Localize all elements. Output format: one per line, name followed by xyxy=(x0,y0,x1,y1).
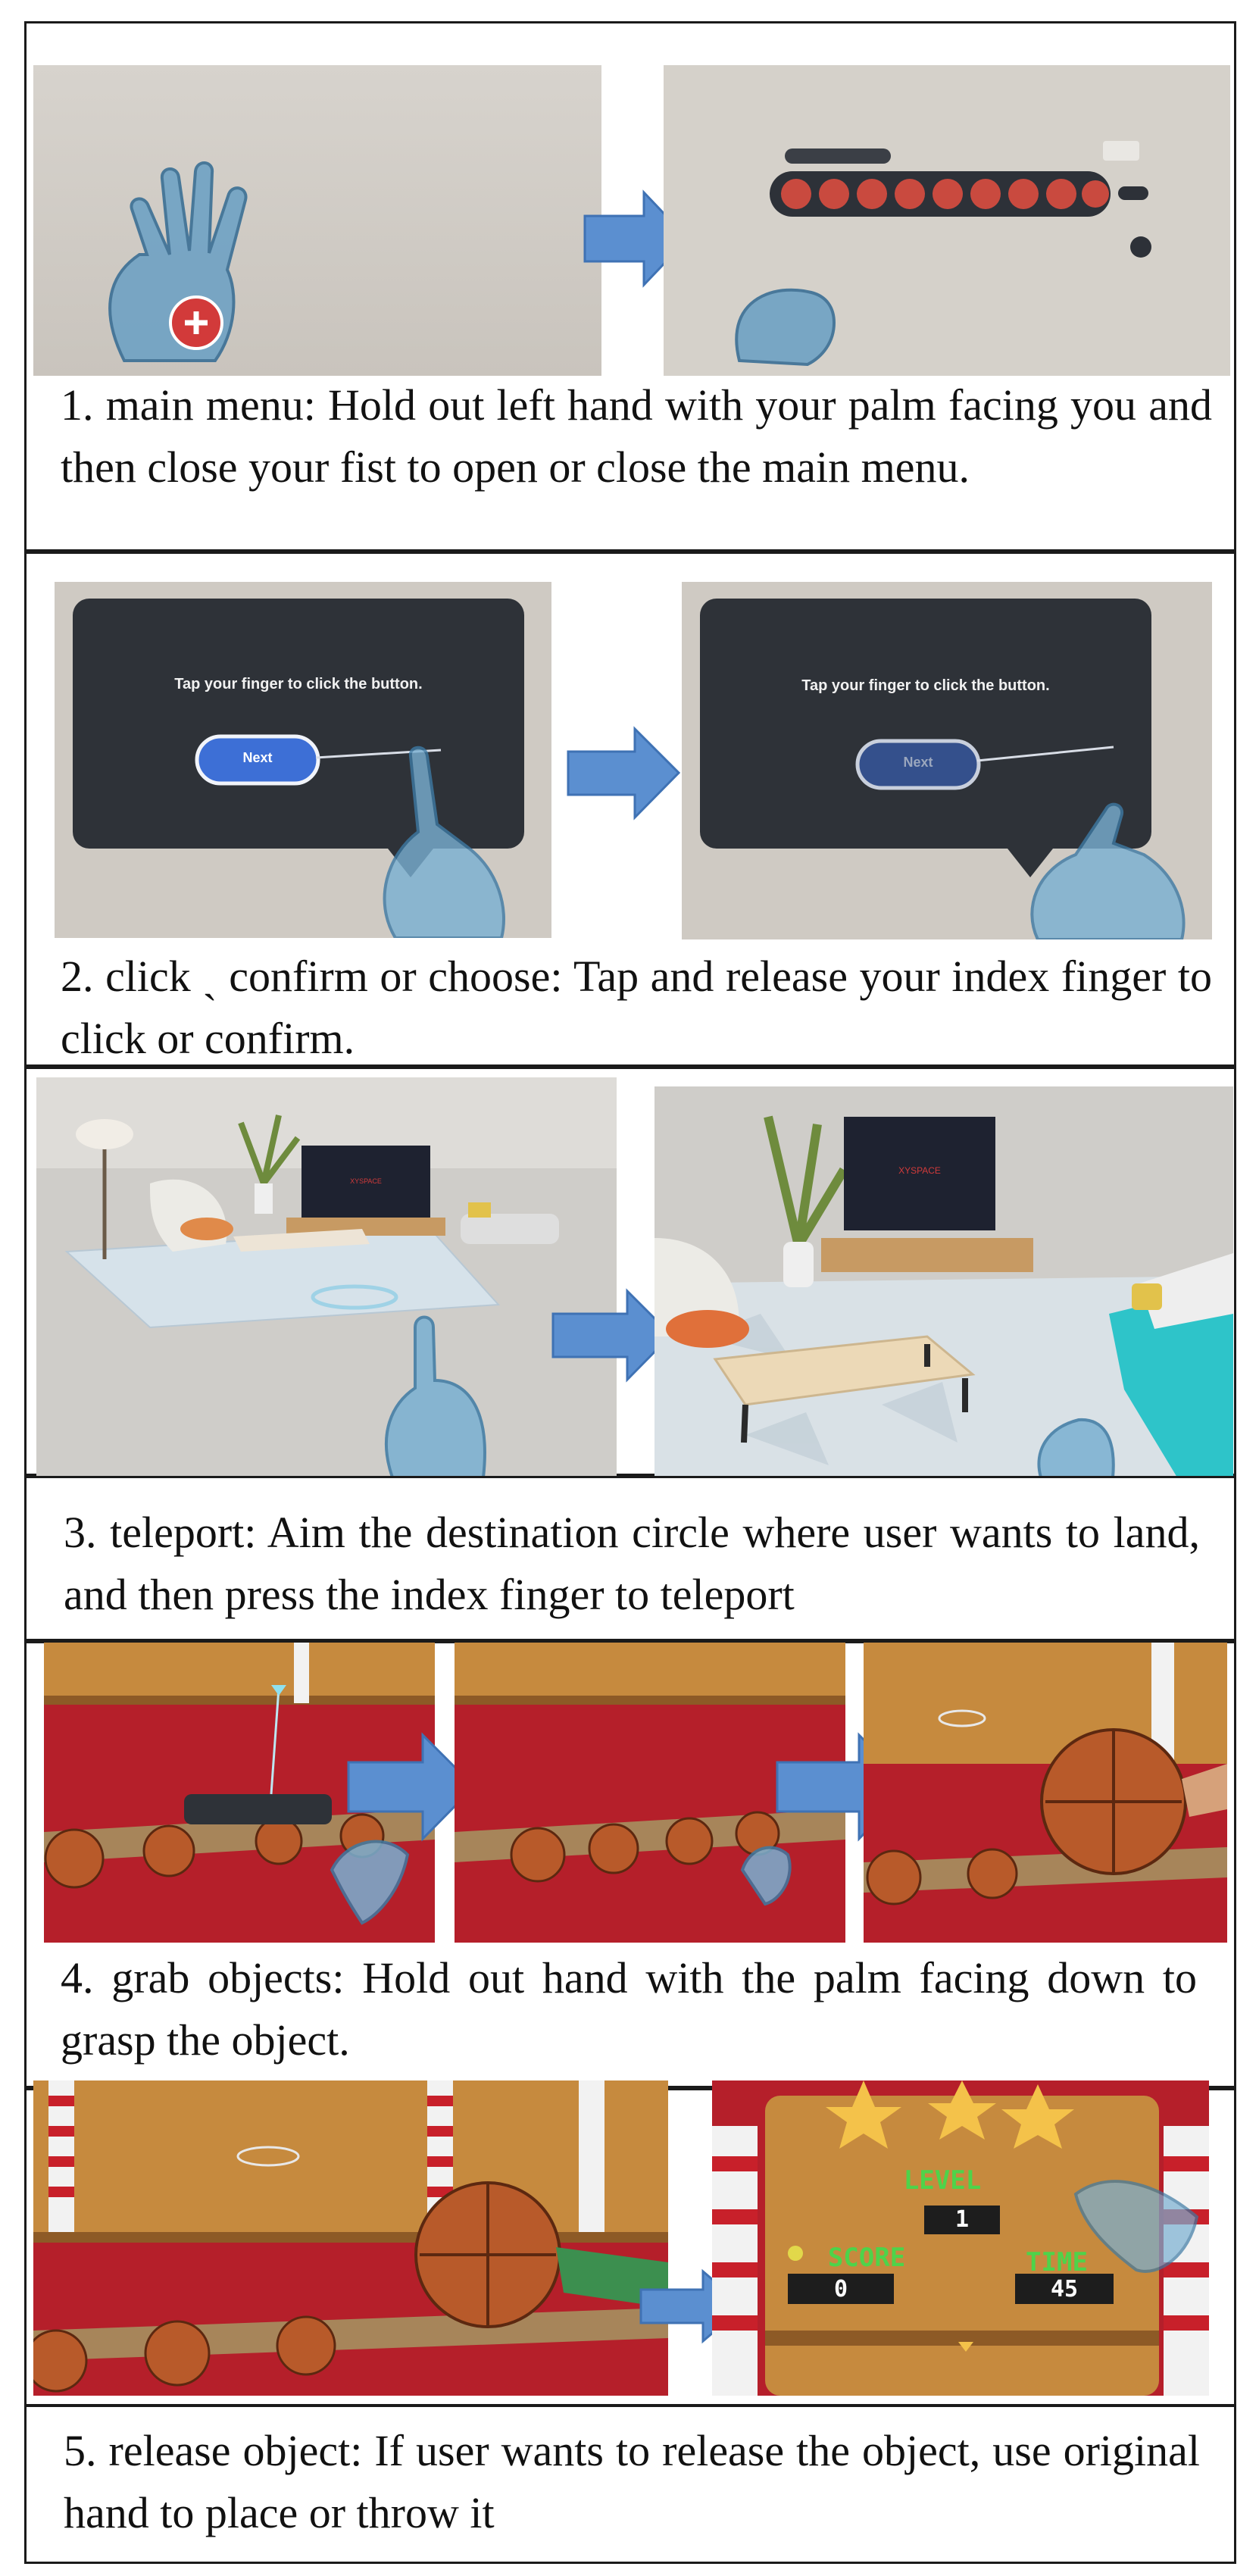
arrow-right-icon xyxy=(347,1732,476,1842)
step-3-image-after-teleport: XYSPACE xyxy=(654,1086,1233,1477)
step-5-caption: 5. release object: If user wants to rele… xyxy=(64,2426,1200,2537)
step-4-image-holding-ball xyxy=(864,1643,1227,1943)
step-5-image-release xyxy=(33,2080,668,2396)
step-3-tv-logo-left: XYSPACE xyxy=(350,1177,382,1185)
hud-score-value: 0 xyxy=(833,2276,848,2302)
step-3-caption-box xyxy=(24,1476,1236,1641)
hud-score-label: SCORE xyxy=(827,2243,906,2273)
step-2-next-button-pressed[interactable]: Next xyxy=(903,755,933,770)
step-4-caption: 4. grab objects: Hold out hand with the … xyxy=(61,1953,1197,2065)
step-1-image-main-menu xyxy=(664,65,1230,376)
step-2-image-button-idle xyxy=(55,582,551,938)
arrow-right-icon xyxy=(551,1288,673,1383)
arrow-right-icon xyxy=(567,726,680,821)
step-3-caption: 3. teleport: Aim the destination circle … xyxy=(64,1508,1200,1619)
step-2-dialog-text-pressed: Tap your finger to click the button. xyxy=(801,677,1050,694)
hud-time-label: TIME xyxy=(1026,2247,1088,2277)
hud-level-value: 1 xyxy=(954,2206,970,2233)
step-3-tv-logo-right: XYSPACE xyxy=(898,1165,941,1176)
step-3-image-aim-teleport: XYSPACE xyxy=(36,1077,617,1477)
step-2-next-button-idle[interactable]: Next xyxy=(242,750,273,765)
hud-level-label: LEVEL xyxy=(903,2165,982,2196)
hud-time-value: 45 xyxy=(1050,2276,1079,2302)
step-5-image-scoreboard xyxy=(712,2080,1209,2396)
step-2-image-button-pressed xyxy=(682,582,1212,939)
step-2-caption: 2. click ˎ confirm or choose: Tap and re… xyxy=(61,952,1212,1063)
step-1-caption: 1. main menu: Hold out left hand with yo… xyxy=(61,380,1212,492)
step-1-image-open-hand xyxy=(33,65,601,376)
step-2-dialog-text-idle: Tap your finger to click the button. xyxy=(174,676,423,692)
step-5-caption-box xyxy=(24,2405,1236,2564)
